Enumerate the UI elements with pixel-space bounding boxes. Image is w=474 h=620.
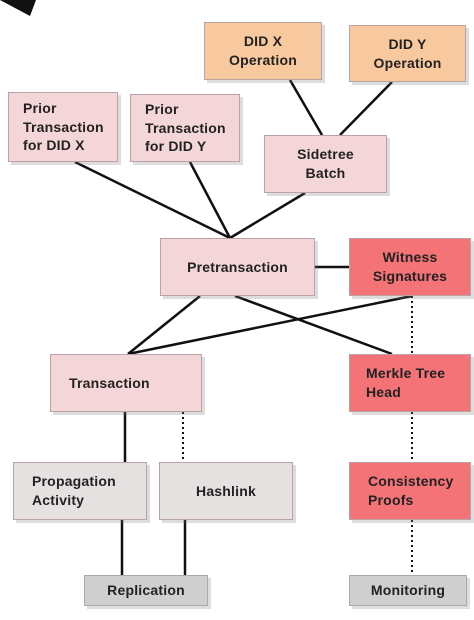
line-did-x-to-sidetree <box>288 79 324 136</box>
witness-signatures-box[interactable]: Witness Signatures <box>349 238 471 296</box>
replication-box[interactable]: Replication <box>84 575 208 606</box>
did-y-operation-box[interactable]: DID Y Operation <box>349 25 466 82</box>
did-x-operation-box[interactable]: DID X Operation <box>204 22 322 80</box>
line-sidetree-to-pretransaction <box>229 191 306 240</box>
merkle-tree-head-box[interactable]: Merkle Tree Head <box>349 354 471 412</box>
transaction-box[interactable]: Transaction <box>50 354 202 412</box>
line-witness-to-transaction <box>127 294 413 356</box>
propagation-activity-box[interactable]: Propagation Activity <box>13 462 147 520</box>
line-prior-y-to-pretransaction <box>188 161 232 239</box>
hashlink-box[interactable]: Hashlink <box>159 462 293 520</box>
line-prior-x-to-pretransaction <box>74 160 231 240</box>
consistency-proofs-box[interactable]: Consistency Proofs <box>349 462 471 520</box>
sidetree-batch-box[interactable]: Sidetree Batch <box>264 135 387 193</box>
line-pretransaction-to-transaction <box>127 295 201 355</box>
pretransaction-box[interactable]: Pretransaction <box>160 238 315 296</box>
monitoring-box[interactable]: Monitoring <box>349 575 467 606</box>
line-did-y-to-sidetree <box>339 81 393 136</box>
corner-arrow-fragment <box>0 0 36 16</box>
prior-transaction-did-x-box[interactable]: Prior Transaction for DID X <box>8 92 118 162</box>
prior-transaction-did-y-box[interactable]: Prior Transaction for DID Y <box>130 94 240 162</box>
line-pretransaction-to-merkle <box>234 294 393 356</box>
